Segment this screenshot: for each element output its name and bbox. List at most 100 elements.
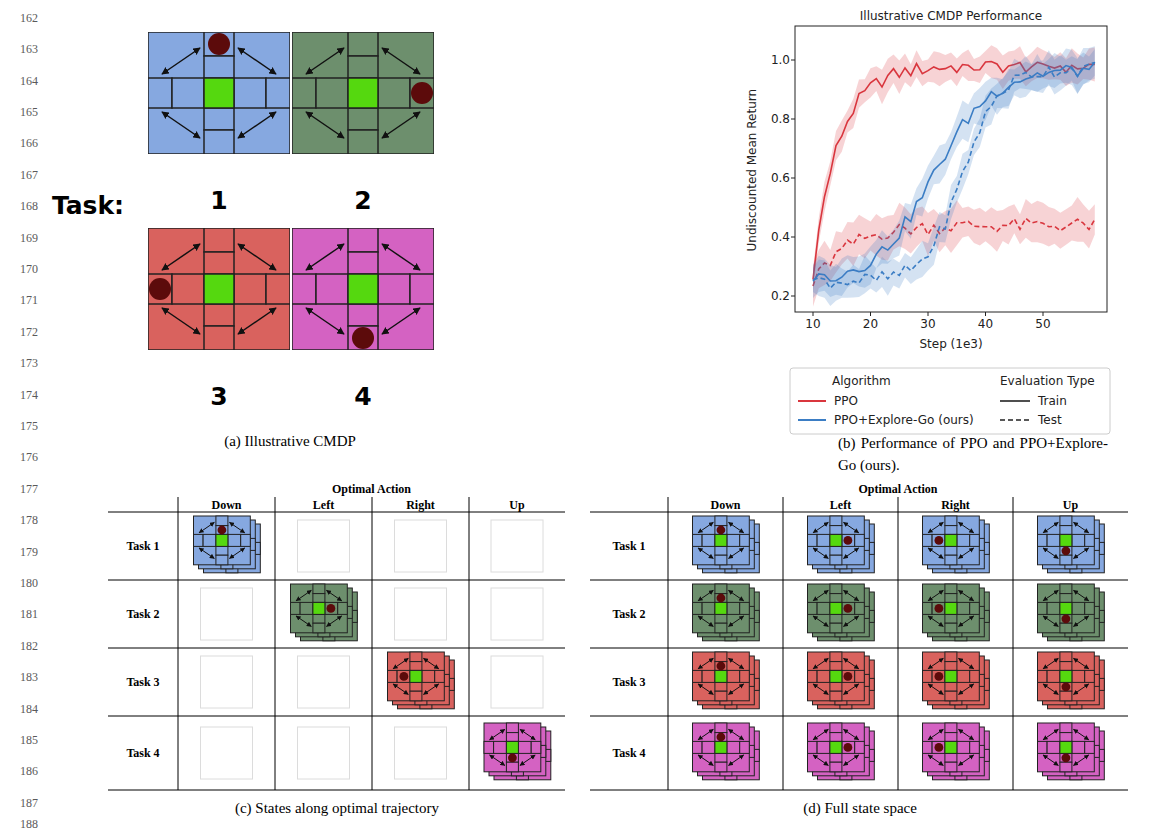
grid-cell: [1060, 652, 1072, 662]
grid-cell: [945, 594, 957, 603]
grid-cell: [740, 534, 750, 546]
transition-arrow: [698, 729, 713, 739]
grid-cell: [727, 741, 740, 753]
grid-cell: [216, 516, 228, 526]
grid-cell: [348, 56, 378, 78]
line-number: 174: [20, 388, 38, 402]
plot-axes: [795, 26, 1107, 312]
transition-arrow: [928, 658, 943, 668]
grid-cell: [932, 534, 945, 546]
goal-cell: [204, 274, 234, 304]
transition-arrow: [296, 616, 311, 626]
grid-cell: [1060, 516, 1072, 526]
grid-cell: [957, 741, 970, 753]
empty-cell: [491, 656, 543, 708]
goal-cell: [830, 741, 842, 753]
grid-cell: [808, 741, 818, 753]
line-number: 183: [20, 670, 38, 684]
line-number: 165: [20, 105, 38, 119]
grid-cell: [817, 670, 830, 682]
line-number: 186: [20, 764, 38, 778]
grid-cell: [957, 602, 970, 614]
grid-cell: [378, 274, 410, 304]
transition-arrow: [959, 684, 974, 694]
grid-cell: [1085, 741, 1095, 753]
transition-arrow: [813, 755, 828, 765]
transition-arrow: [1043, 616, 1058, 626]
gridworld-drawing: [148, 32, 290, 154]
state-thumbnail: [1038, 584, 1095, 633]
grid-cell: [923, 602, 933, 614]
goal-cell: [313, 602, 325, 614]
grid-border: [484, 723, 541, 772]
agent-dot: [844, 672, 853, 681]
grid-border: [693, 516, 750, 565]
transition-arrow: [424, 684, 439, 694]
grid-cell: [506, 753, 518, 762]
agent-dot: [935, 536, 944, 545]
table-rule: [108, 716, 565, 717]
grid-border: [808, 584, 865, 633]
grid-cell: [715, 526, 727, 535]
transition-arrow: [306, 48, 344, 74]
agent-dot: [844, 743, 853, 752]
agent-dot: [327, 604, 336, 613]
transition-arrow: [729, 590, 744, 600]
transition-arrow: [928, 548, 943, 558]
gridworld-drawing: [292, 32, 434, 154]
tick-mark: [791, 60, 795, 61]
grid-cell: [740, 741, 750, 753]
grid-cell: [932, 602, 945, 614]
line-number: 172: [20, 325, 38, 339]
column-header: Up: [1063, 498, 1078, 512]
column-group-header: Optimal Action: [332, 482, 411, 496]
transition-arrow: [928, 616, 943, 626]
grid-cell: [204, 304, 234, 326]
subfigure-caption: (b) Performance of PPO and PPO+Explore-G…: [838, 432, 1108, 476]
grid-border: [693, 652, 750, 701]
transition-arrow: [813, 522, 828, 532]
transition-arrow: [959, 729, 974, 739]
state-thumbnail: [923, 723, 980, 772]
agent-dot: [717, 526, 726, 535]
transition-arrow: [844, 590, 859, 600]
grid-cell: [715, 762, 727, 772]
transition-arrow: [1074, 729, 1089, 739]
row-header: Task 3: [126, 675, 159, 689]
table-rule: [590, 580, 1128, 581]
transition-arrow: [959, 616, 974, 626]
grid-cell: [740, 670, 750, 682]
grid-cell: [808, 670, 818, 682]
transition-arrow: [393, 684, 408, 694]
transition-arrow: [698, 548, 713, 558]
grid-cell: [234, 78, 266, 108]
table-rule: [898, 497, 899, 790]
grid-cell: [830, 623, 842, 633]
grid-cell: [1085, 602, 1095, 614]
subfigure-caption: (d) Full state space: [803, 799, 917, 817]
line-number: 170: [20, 262, 38, 276]
grid-cell: [313, 614, 325, 623]
grid-cell: [1047, 741, 1060, 753]
grid-cell: [1072, 534, 1085, 546]
grid-cell: [715, 723, 727, 733]
grid-cell: [945, 623, 957, 633]
legend-swatch: [798, 419, 826, 421]
agent-dot: [717, 733, 726, 742]
grid-cell: [830, 516, 842, 526]
grid-cell: [830, 526, 842, 535]
empty-cell: [491, 588, 543, 640]
task-gridworld: 3: [148, 228, 290, 418]
table-rule: [590, 512, 1128, 513]
grid-cell: [1038, 534, 1048, 546]
transition-arrow: [199, 522, 214, 532]
table-rule: [108, 512, 565, 513]
transition-arrow: [327, 590, 342, 600]
agent-dot: [1062, 753, 1071, 762]
grid-cell: [702, 534, 715, 546]
grid-cell: [945, 691, 957, 701]
grid-border: [923, 723, 980, 772]
transition-arrow: [490, 755, 505, 765]
transition-arrow: [813, 658, 828, 668]
grid-cell: [945, 546, 957, 555]
